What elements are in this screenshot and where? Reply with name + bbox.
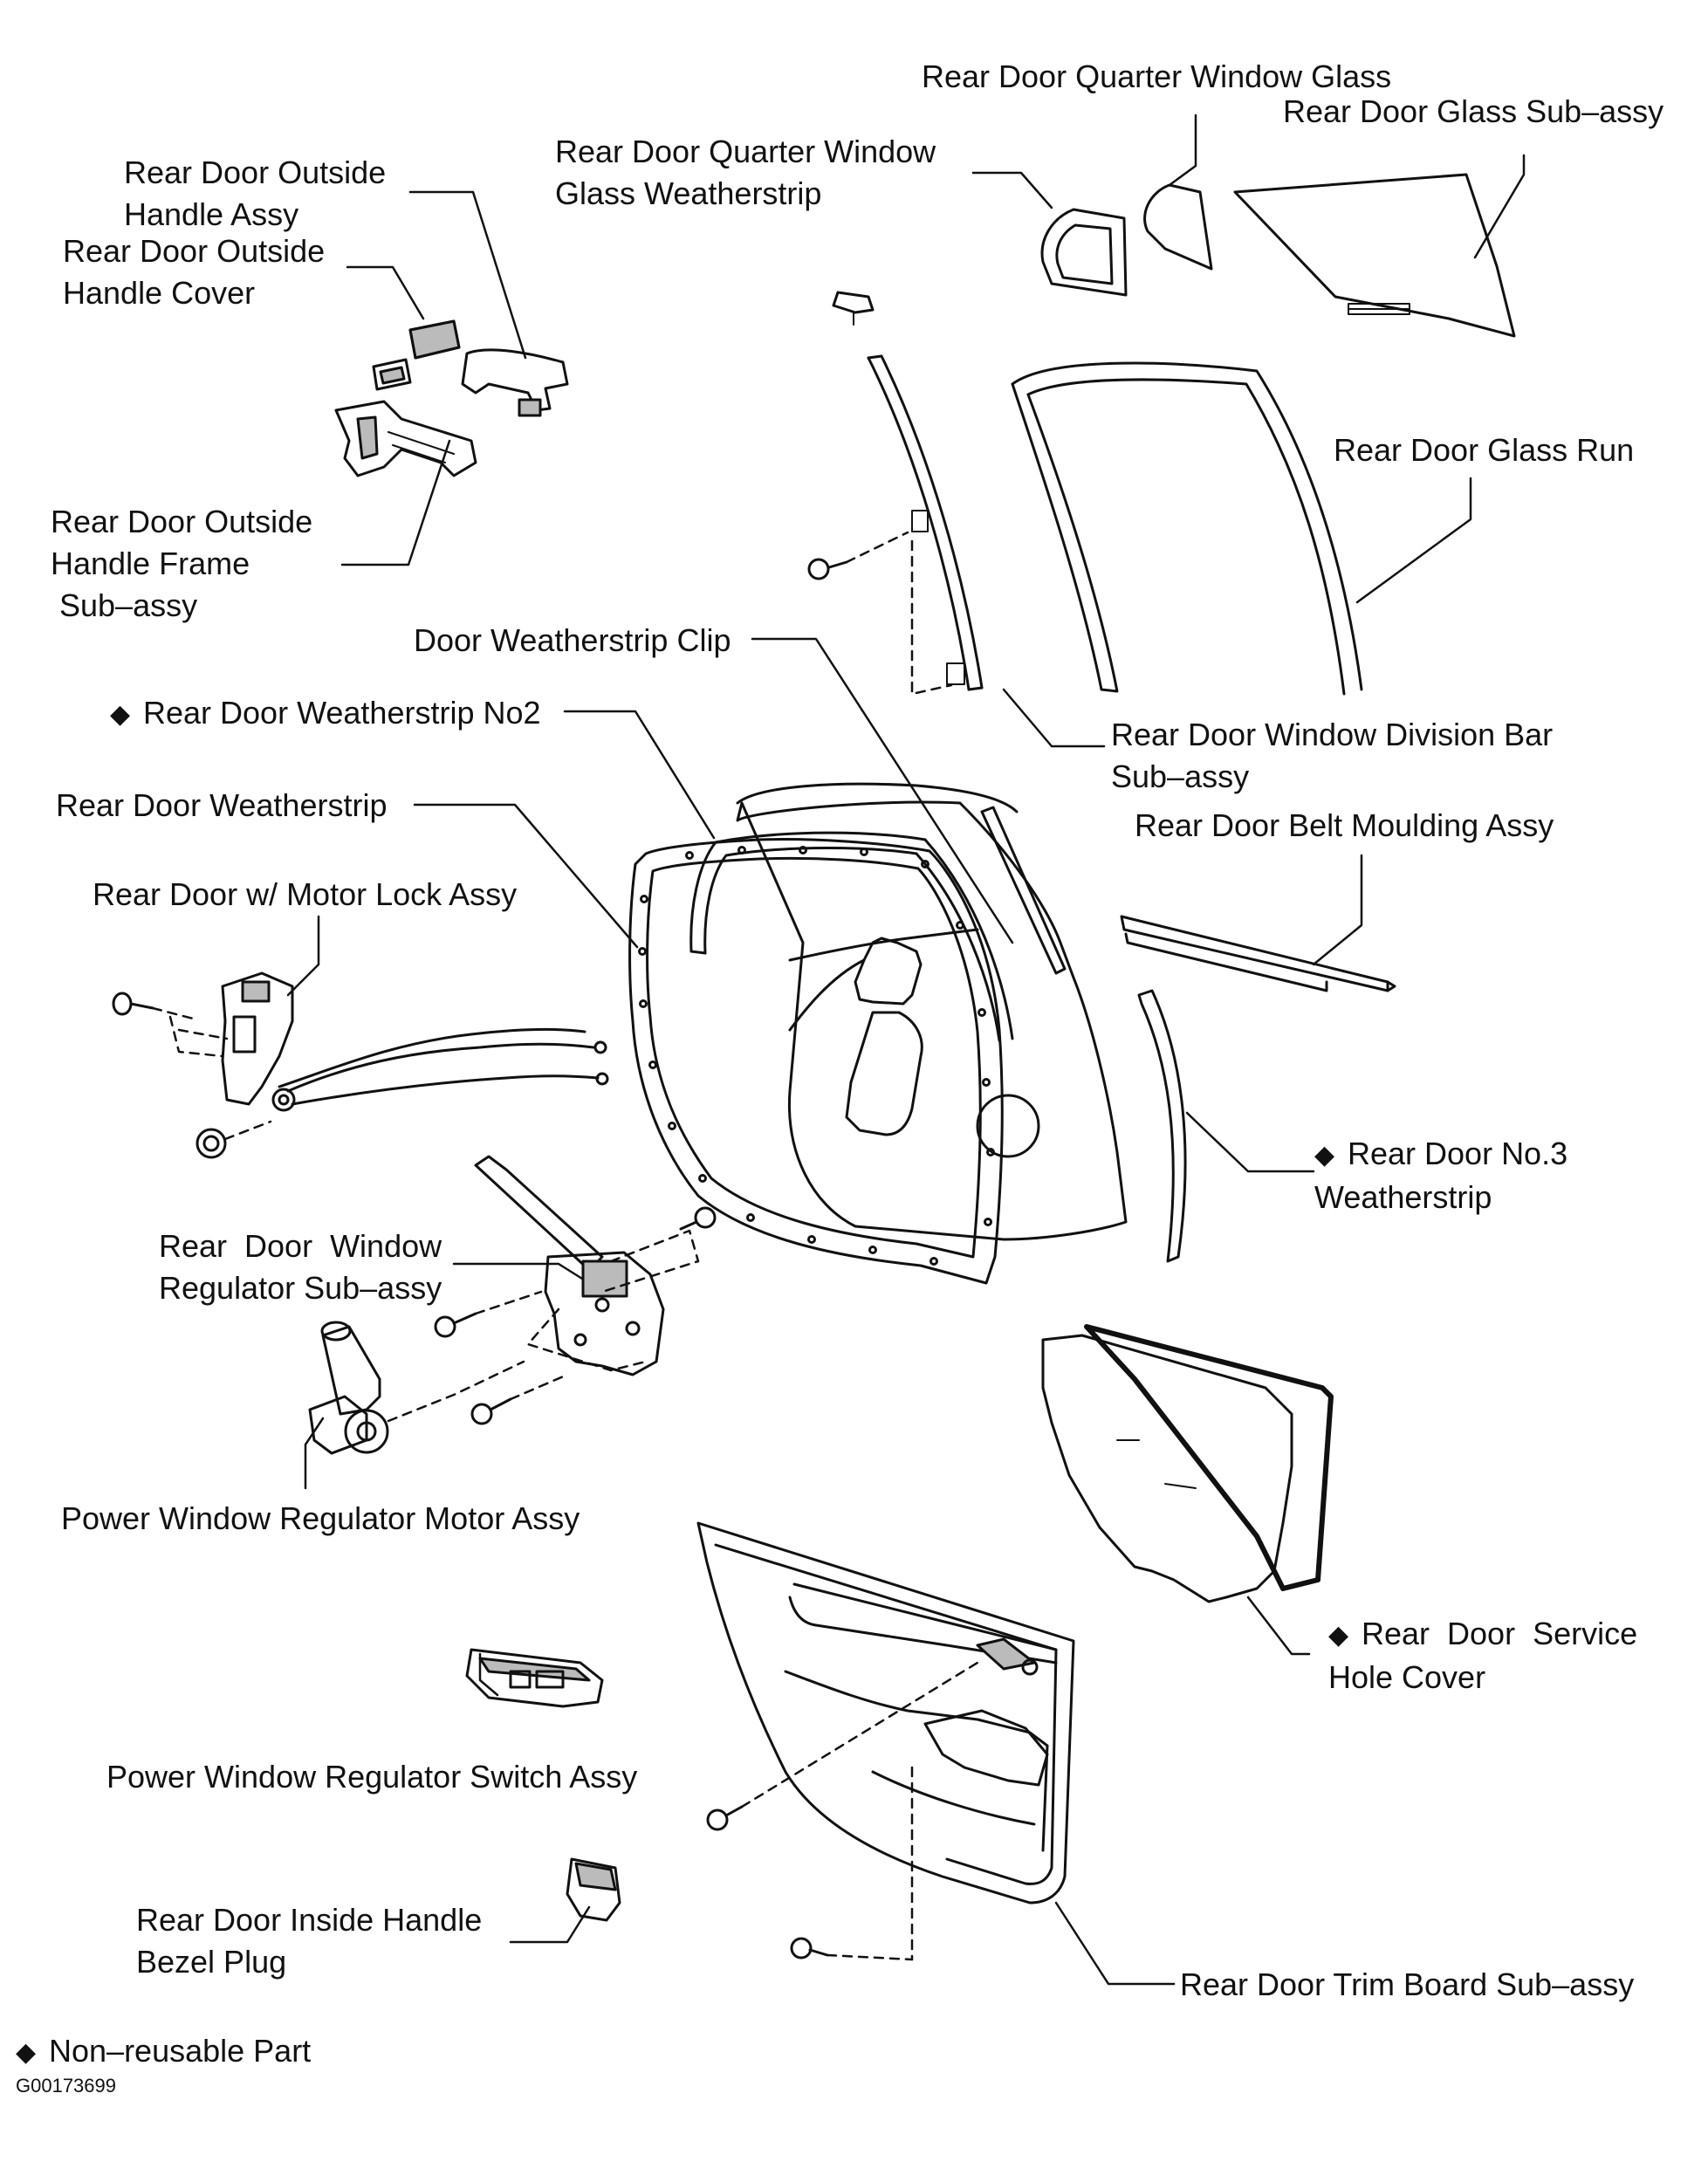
legend: ◆ Non–reusable Part — [16, 2030, 311, 2074]
label-motor-lock: Rear Door w/ Motor Lock Assy — [93, 876, 518, 912]
leader-lines — [286, 113, 1526, 1986]
weatherstrip-clip — [980, 806, 1067, 975]
label-quarter-window-weatherstrip: Rear Door Quarter Window Glass Weatherst… — [555, 134, 936, 211]
label-service-hole-cover: ◆Rear Door Service Hole Cover — [1328, 1613, 1637, 1699]
label-window-regulator: Rear Door Window Regulator Sub–assy — [159, 1228, 442, 1306]
division-bar — [807, 291, 984, 696]
outside-handle-small-parts — [372, 358, 412, 391]
quarter-window-glass — [1143, 183, 1213, 271]
belt-moulding — [1120, 915, 1396, 992]
service-hole-cover — [1041, 1324, 1334, 1603]
inside-handle-bezel-plug — [566, 1857, 621, 1922]
label-weatherstrip-no2-text: Rear Door Weatherstrip No2 — [143, 695, 541, 731]
quarter-window-weatherstrip — [1040, 208, 1128, 297]
figure-code: G00173699 — [16, 2075, 116, 2097]
label-glass-run: Rear Door Glass Run — [1334, 432, 1635, 468]
label-no3-weatherstrip-text: Rear Door No.3 Weatherstrip — [1314, 1136, 1568, 1215]
regulator-switch — [465, 1648, 604, 1708]
door-panel — [736, 782, 1128, 1241]
label-weatherstrip: Rear Door Weatherstrip — [56, 787, 388, 823]
trim-board — [696, 1521, 1075, 1905]
non-reusable-icon: ◆ — [1314, 1141, 1335, 1170]
legend-text: Non–reusable Part — [49, 2033, 312, 2069]
rear-door-glass — [1233, 173, 1516, 338]
window-regulator — [434, 1155, 717, 1425]
label-regulator-switch: Power Window Regulator Switch Assy — [106, 1759, 638, 1795]
non-reusable-icon: ◆ — [110, 700, 131, 729]
label-trim-board: Rear Door Trim Board Sub–assy — [1180, 1966, 1635, 2002]
outside-handle-frame — [334, 400, 477, 477]
label-belt-moulding: Rear Door Belt Moulding Assy — [1135, 807, 1554, 843]
label-division-bar: Rear Door Window Division Bar Sub–assy — [1111, 717, 1554, 794]
label-no3-weatherstrip: ◆Rear Door No.3 Weatherstrip — [1314, 1133, 1567, 1218]
label-outside-handle-frame: Rear Door Outside Handle Frame Sub–assy — [51, 504, 313, 623]
label-weatherstrip-clip: Door Weatherstrip Clip — [414, 622, 731, 658]
no3-weatherstrip — [1137, 989, 1187, 1263]
label-quarter-window-glass: Rear Door Quarter Window Glass — [922, 58, 1392, 94]
label-service-hole-cover-text: Rear Door Service Hole Cover — [1328, 1616, 1638, 1695]
regulator-motor — [308, 1321, 525, 1455]
weatherstrip — [628, 838, 1004, 1285]
outside-handle-cover — [408, 319, 461, 360]
label-outside-handle-assy: Rear Door Outside Handle Assy — [124, 154, 387, 232]
label-inside-handle-bezel-plug: Rear Door Inside Handle Bezel Plug — [136, 1902, 483, 1980]
label-weatherstrip-no2: ◆ Rear Door Weatherstrip No2 — [110, 692, 541, 736]
trim-board-screws — [706, 1661, 979, 1961]
weatherstrip-no2 — [689, 831, 1014, 1042]
label-outside-handle-cover: Rear Door Outside Handle Cover — [63, 233, 326, 311]
label-regulator-motor: Power Window Regulator Motor Assy — [61, 1500, 580, 1536]
glass-run — [1011, 361, 1363, 696]
label-glass-sub-assy: Rear Door Glass Sub–assy — [1283, 93, 1664, 129]
motor-lock-assy — [112, 971, 609, 1159]
non-reusable-icon: ◆ — [1328, 1621, 1349, 1650]
outside-handle-assy — [461, 348, 569, 417]
non-reusable-icon: ◆ — [16, 2038, 37, 2067]
